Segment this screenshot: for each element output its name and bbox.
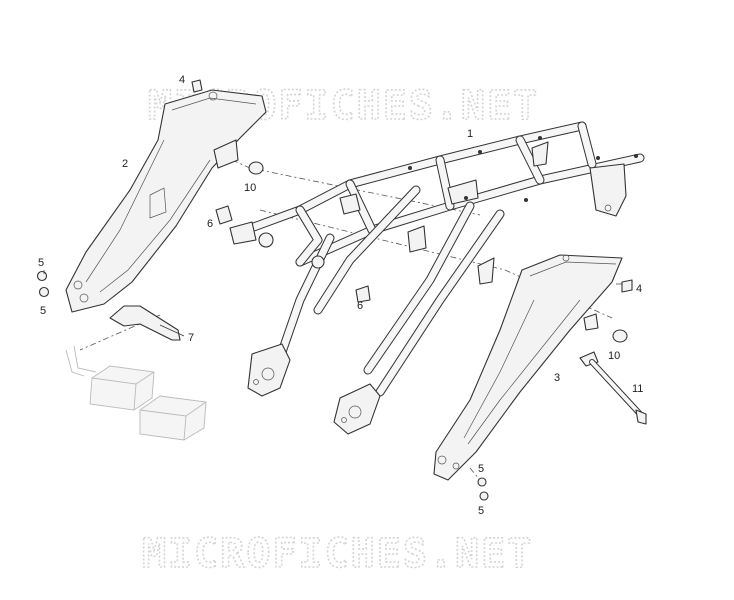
callout-2: 2 — [122, 158, 128, 170]
bushing-10-right[interactable] — [612, 329, 628, 343]
callout-10-right: 10 — [608, 350, 620, 362]
callout-5-left-lower: 5 — [40, 305, 46, 317]
screw-4-top[interactable] — [191, 79, 203, 93]
bushing-10-left[interactable] — [248, 161, 264, 175]
leader-lines — [43, 270, 622, 337]
callout-1: 1 — [467, 128, 473, 140]
electronic-module-ghost — [65, 345, 207, 441]
screw-5-left-lower[interactable] — [38, 286, 50, 298]
watermark-bottom: MICROFICHES.NET — [142, 531, 533, 577]
callout-labels: 1 2 3 4 4 5 5 5 5 6 6 7 10 10 11 — [38, 74, 643, 517]
strap-rod[interactable] — [579, 351, 647, 425]
callout-7: 7 — [188, 332, 194, 344]
bolt-6-left[interactable] — [215, 205, 233, 225]
bracket-plate[interactable] — [109, 305, 181, 341]
callout-4-top: 4 — [179, 74, 185, 86]
callout-5-left-upper: 5 — [38, 257, 44, 269]
callout-10-left: 10 — [244, 182, 256, 194]
fasteners — [36, 79, 633, 501]
callout-4-right: 4 — [636, 283, 642, 295]
rear-subframe[interactable] — [229, 121, 645, 435]
callout-5-bottom-lower: 5 — [478, 505, 484, 517]
screw-5-bottom-upper[interactable] — [477, 477, 487, 487]
left-side-cover[interactable] — [65, 89, 267, 313]
bolt-6-center[interactable] — [355, 285, 371, 303]
callout-3: 3 — [554, 372, 560, 384]
callout-5-bottom-upper: 5 — [478, 463, 484, 475]
callout-6-center: 6 — [357, 300, 363, 312]
callout-6-left: 6 — [207, 218, 213, 230]
callout-11: 11 — [632, 383, 643, 395]
screw-4-right[interactable] — [621, 279, 633, 293]
screw-5-bottom-lower[interactable] — [479, 491, 489, 501]
screw-5-left-upper[interactable] — [36, 270, 48, 282]
right-side-cover[interactable] — [433, 254, 623, 481]
